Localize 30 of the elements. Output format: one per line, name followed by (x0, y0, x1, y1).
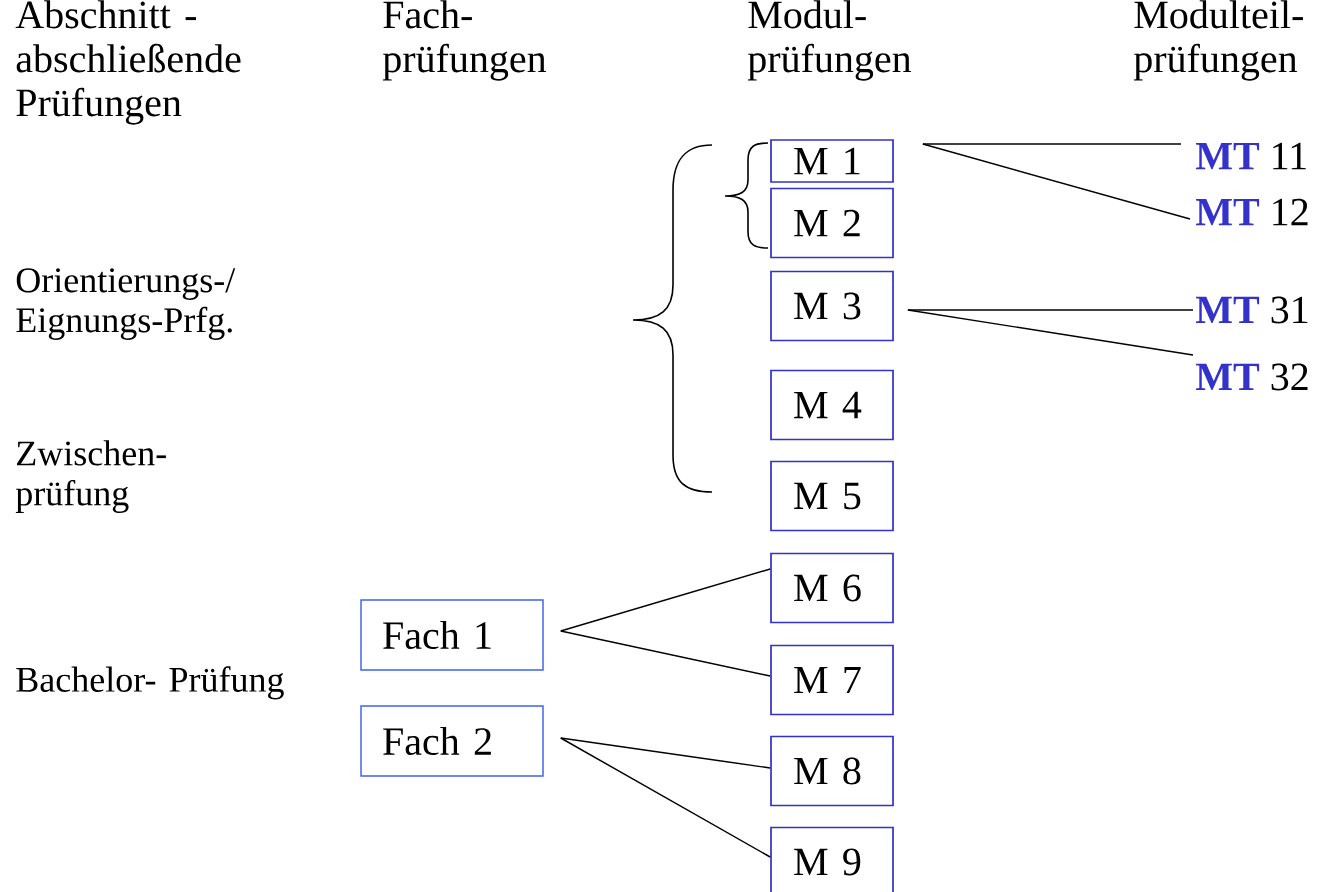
connector-line (907, 309, 1194, 311)
module-box: M 7 (770, 644, 894, 716)
exam-part-label: MT 32 (1195, 363, 1308, 391)
module-box: M 8 (770, 735, 894, 807)
exam-part-label: MT 12 (1195, 198, 1308, 226)
stage-label: Orientierungs-/ Eignungs-Prfg. (16, 268, 236, 340)
module-box: M 1 (770, 139, 894, 183)
connector-line (560, 568, 771, 632)
connector-line (922, 143, 1191, 220)
column-header: Abschnitt - abschließende Prüfungen (15, 0, 241, 125)
module-box: M 5 (770, 460, 894, 532)
module-box: M 2 (770, 187, 894, 259)
connector-line (560, 630, 771, 677)
exam-part-label: MT 11 (1195, 142, 1306, 170)
module-box: M 6 (770, 552, 894, 624)
connector-line (560, 737, 771, 858)
stage-label: Zwischen- prüfung (15, 440, 166, 513)
column-header: Fach- prüfungen (382, 0, 547, 81)
subject-box: Fach 2 (360, 705, 544, 777)
connector-line (922, 143, 1182, 145)
module-box: M 4 (770, 369, 894, 441)
stage-label: Bachelor- Prüfung (16, 666, 284, 700)
module-box: M 3 (770, 270, 894, 342)
exam-part-label: MT 31 (1195, 296, 1308, 324)
column-header: Modulteil- prüfungen (1133, 0, 1303, 81)
module-box: M 9 (770, 826, 894, 892)
column-header: Modul- prüfungen (747, 0, 912, 81)
connector-line (560, 737, 771, 769)
subject-box: Fach 1 (360, 599, 544, 671)
connector-line (907, 309, 1194, 356)
